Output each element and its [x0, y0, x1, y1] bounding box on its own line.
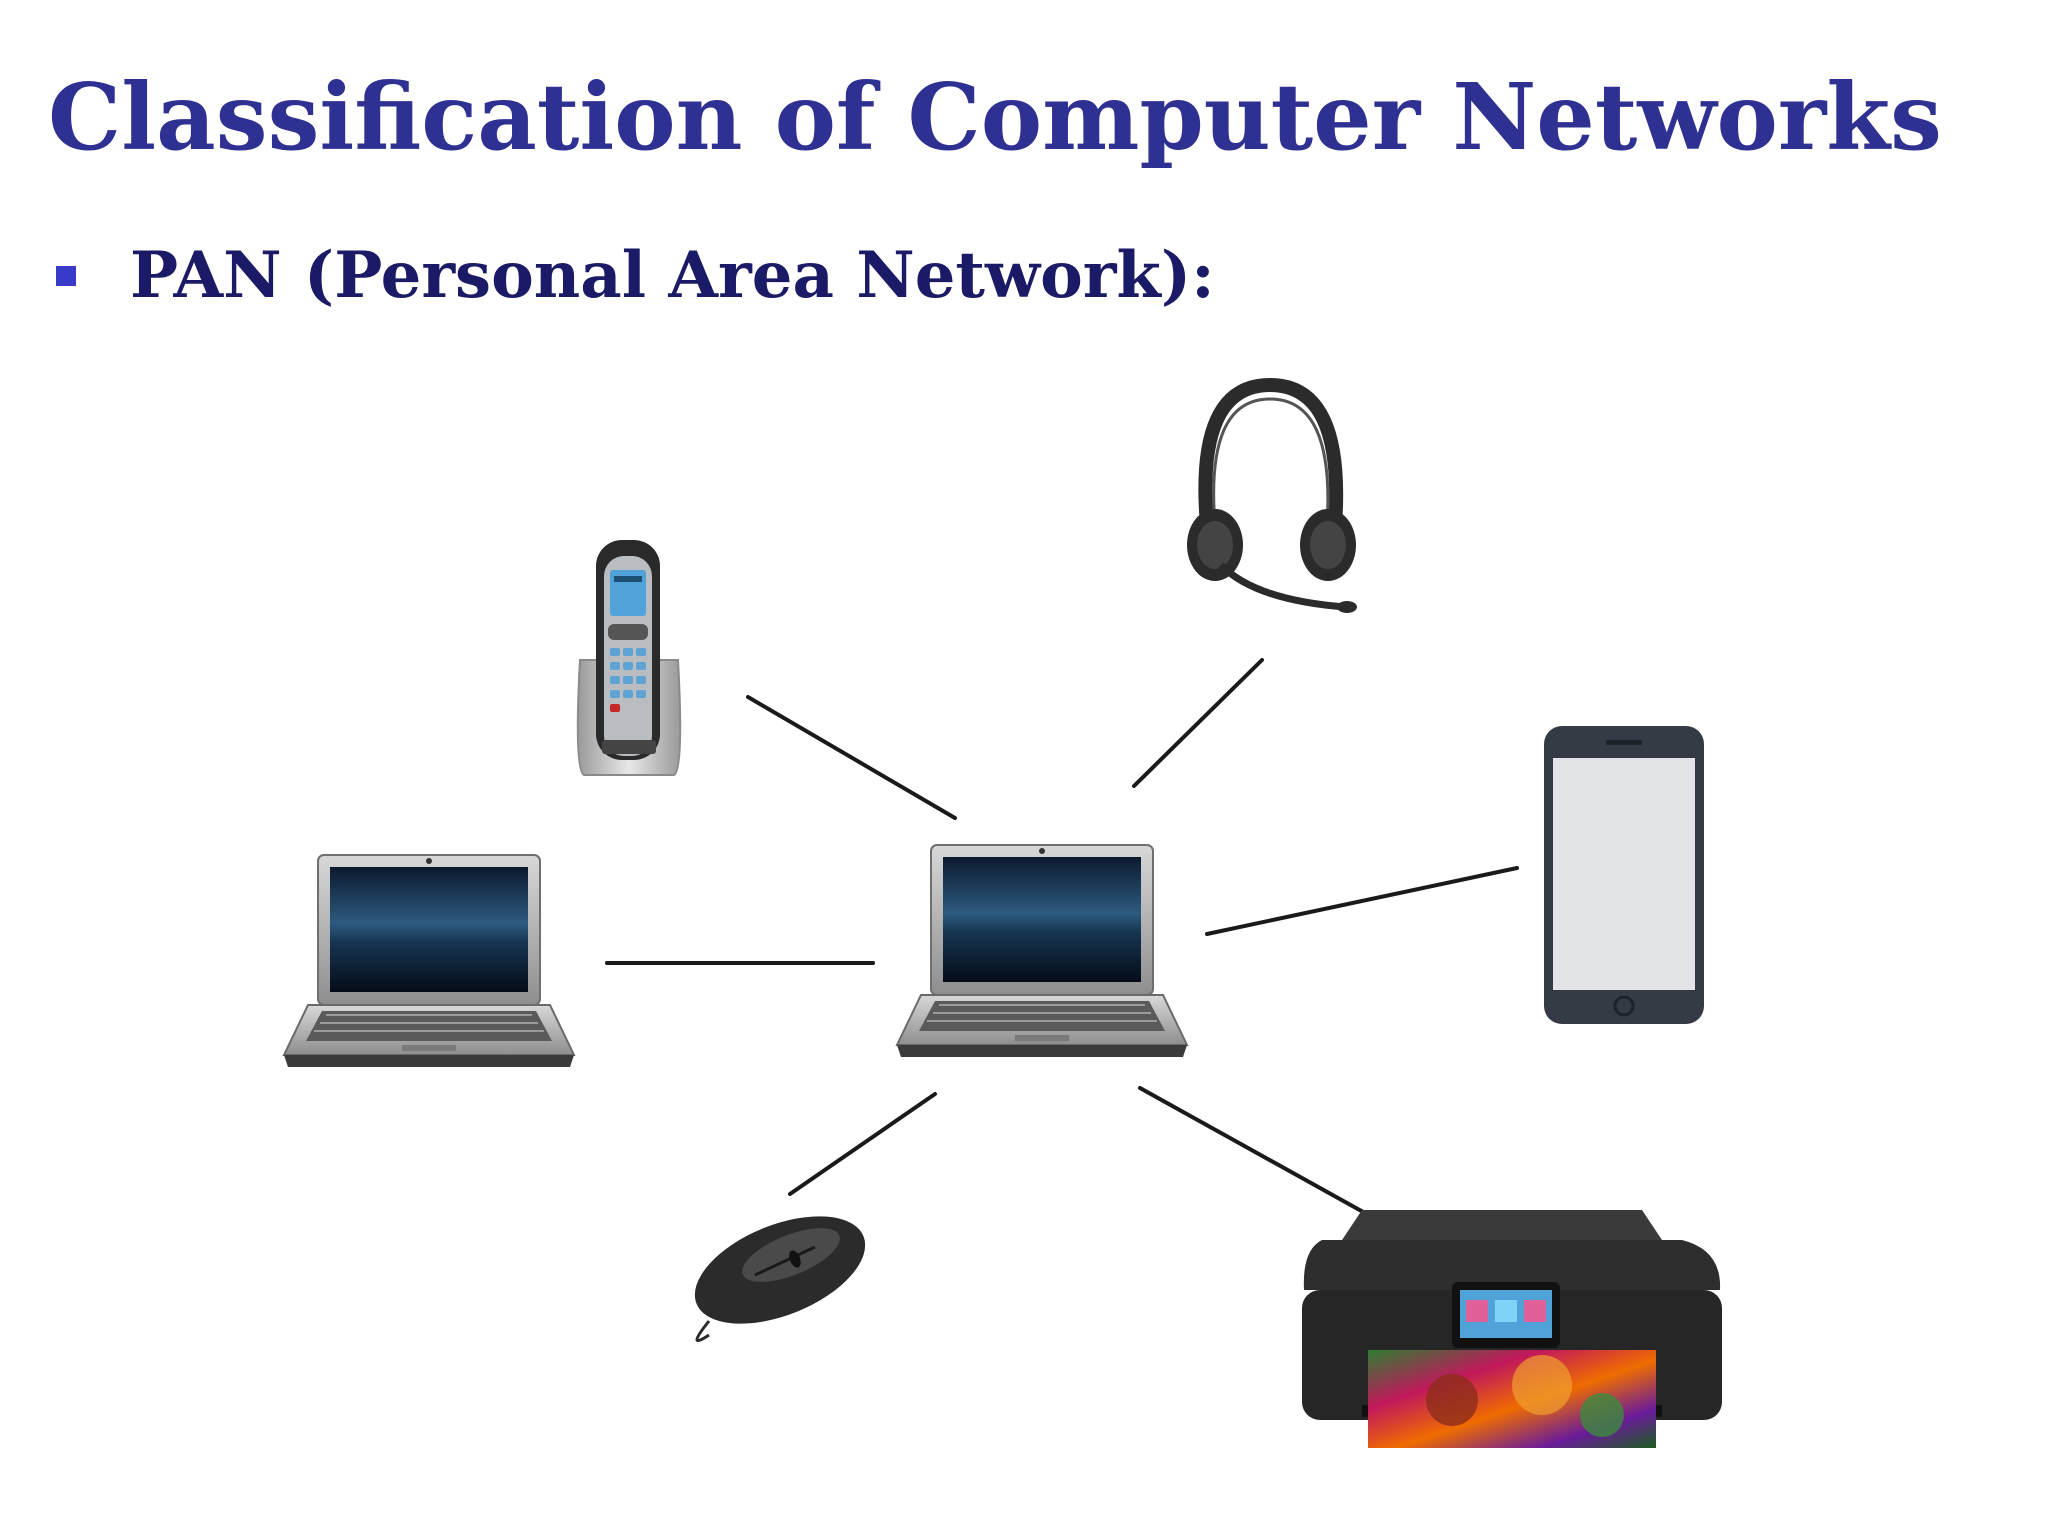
bullet-text: PAN (Personal Area Network): [130, 238, 1215, 313]
link-smartphone [1205, 866, 1519, 936]
bullet-marker [56, 266, 76, 287]
headset-icon [1187, 377, 1357, 613]
slide-title: Classification of Computer Networks [48, 63, 1942, 171]
link-printer [1138, 1086, 1367, 1215]
smartphone-icon [1544, 726, 1704, 1024]
laptop-icon [282, 854, 576, 1067]
laptop-hub-icon [895, 844, 1189, 1057]
cordless-phone-icon [576, 540, 682, 776]
link-headset [1132, 658, 1264, 788]
link-cordless-phone [746, 695, 957, 820]
bullet-item: PAN (Personal Area Network): [56, 238, 1215, 315]
connection-lines [605, 658, 1519, 1215]
link-mouse [788, 1092, 937, 1196]
mouse-icon [694, 1216, 866, 1343]
printer-icon [1302, 1210, 1722, 1448]
